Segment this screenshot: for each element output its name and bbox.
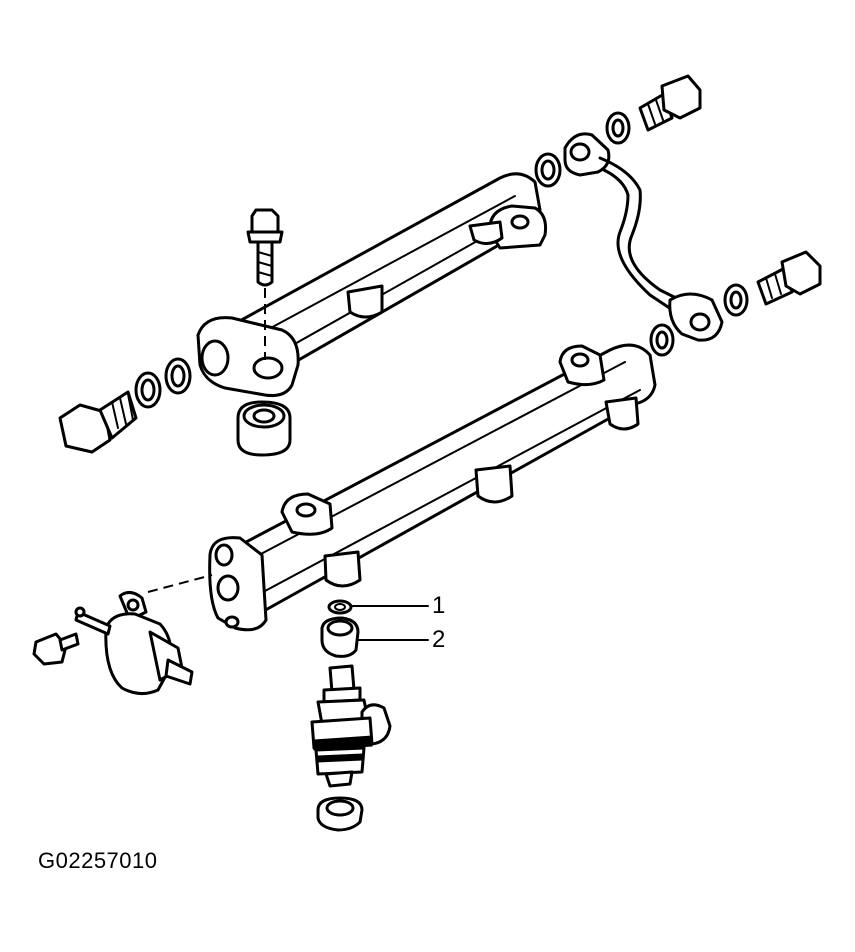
callout-leaders (351, 605, 429, 641)
fuel-injector (310, 664, 392, 788)
injector-lower-seal (316, 796, 364, 832)
left-union-bolt (58, 357, 192, 454)
figure-id: G02257010 (38, 848, 158, 873)
o-ring (327, 599, 353, 615)
pressure-regulator (32, 591, 194, 695)
callout-2-label: 2 (432, 626, 446, 653)
lower-fuel-rail (208, 343, 657, 632)
injector-cushion (320, 616, 360, 658)
top-union-bolt (638, 74, 702, 132)
callout-1-label: 1 (432, 592, 446, 619)
upper-rail-bolt (246, 208, 284, 360)
upper-fuel-rail (196, 172, 547, 397)
rail-insulator (236, 400, 292, 457)
alignment-line (147, 574, 213, 593)
right-union-bolt (756, 250, 822, 306)
fuel-crossover-pipe (534, 111, 749, 357)
